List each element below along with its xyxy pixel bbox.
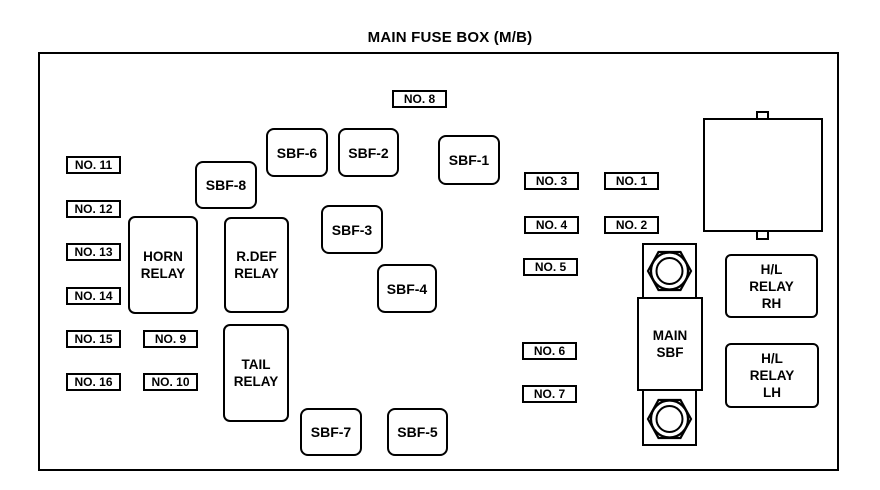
main-sbf-assembly: MAIN SBF — [637, 243, 703, 446]
fuse-label-no-15: NO. 15 — [66, 330, 121, 348]
fuse-label-no-12: NO. 12 — [66, 200, 121, 218]
fuse-label-no-14: NO. 14 — [66, 287, 121, 305]
bolt-icon — [646, 249, 693, 298]
hl-relay-rh-label-line2: RELAY — [749, 278, 794, 294]
diagram-title: MAIN FUSE BOX (M/B) — [367, 29, 533, 46]
hl-relay-lh-label-line2: RELAY — [749, 368, 795, 383]
sbf-fuse-sbf-7: SBF-7 — [300, 408, 362, 456]
rdef-relay: R.DEF RELAY — [224, 217, 289, 313]
hl-relay-lh-label-line3: LH — [763, 385, 781, 400]
sbf-fuse-sbf-5: SBF-5 — [387, 408, 448, 456]
fuse-label-no-7: NO. 7 — [522, 385, 577, 403]
horn-relay: HORN RELAY — [128, 216, 198, 314]
hl-relay-rh-label-line1: H/L — [760, 261, 783, 277]
fuse-label-no-1: NO. 1 — [604, 172, 659, 190]
fuse-label-no-11: NO. 11 — [66, 156, 121, 174]
hl-relay-lh-label-line1: H/L — [761, 351, 783, 366]
horn-relay-label-line2: RELAY — [140, 266, 186, 281]
fuse-label-no-10: NO. 10 — [143, 373, 198, 391]
fuse-label-no-3: NO. 3 — [524, 172, 579, 190]
sbf-fuse-sbf-4: SBF-4 — [377, 264, 437, 313]
horn-relay-label-line1: HORN — [143, 249, 183, 264]
rdef-relay-label-line2: RELAY — [234, 266, 279, 281]
main-sbf: MAIN SBF — [637, 297, 703, 391]
hl-relay-lh: H/L RELAY LH — [725, 343, 819, 408]
hl-relay-rh: H/L RELAY RH — [725, 254, 818, 318]
fuse-label-no-5: NO. 5 — [523, 258, 578, 276]
tail-relay-label-line2: RELAY — [233, 374, 279, 389]
main-sbf-top-terminal — [642, 243, 697, 299]
rdef-relay-label-line1: R.DEF — [236, 249, 277, 264]
tail-relay: TAIL RELAY — [223, 324, 289, 422]
fuse-label-no-4: NO. 4 — [524, 216, 579, 234]
fuse-label-no-13: NO. 13 — [66, 243, 121, 261]
main-sbf-label-line2: SBF — [656, 345, 684, 360]
fuse-label-no-8: NO. 8 — [392, 90, 447, 108]
bolt-icon — [646, 397, 693, 446]
sbf-fuse-sbf-6: SBF-6 — [266, 128, 328, 177]
sbf-fuse-sbf-1: SBF-1 — [438, 135, 500, 185]
hl-relay-rh-label-line3: RH — [761, 295, 782, 311]
fuse-label-no-9: NO. 9 — [143, 330, 198, 348]
main-sbf-bottom-terminal — [642, 389, 697, 446]
sbf-fuse-sbf-3: SBF-3 — [321, 205, 383, 254]
main-sbf-label-line1: MAIN — [652, 328, 688, 343]
tail-relay-label-line1: TAIL — [241, 357, 271, 372]
fuse-label-no-16: NO. 16 — [66, 373, 121, 391]
fuse-label-no-6: NO. 6 — [522, 342, 577, 360]
fuse-label-no-2: NO. 2 — [604, 216, 659, 234]
sbf-fuse-sbf-2: SBF-2 — [338, 128, 399, 177]
sbf-fuse-sbf-8: SBF-8 — [195, 161, 257, 209]
connector-block — [703, 118, 823, 232]
